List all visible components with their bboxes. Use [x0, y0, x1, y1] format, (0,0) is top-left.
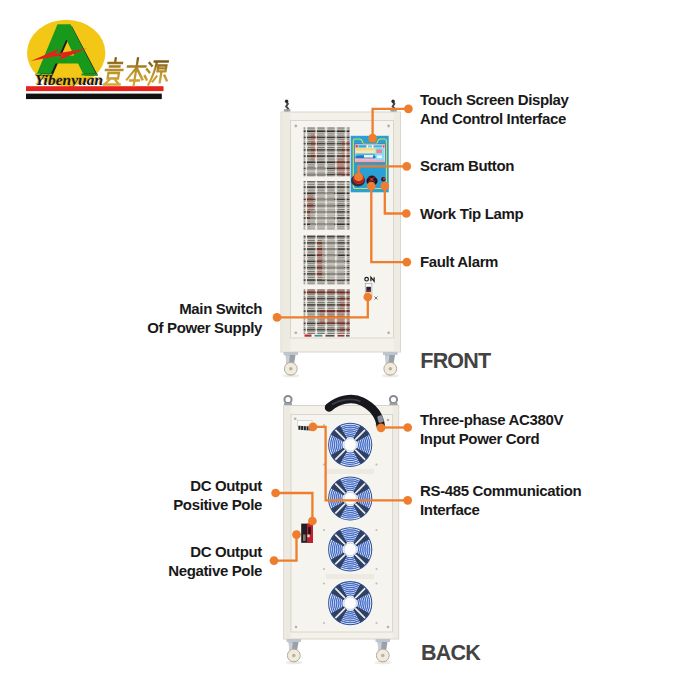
svg-text:Yibenyuan: Yibenyuan: [35, 71, 103, 88]
